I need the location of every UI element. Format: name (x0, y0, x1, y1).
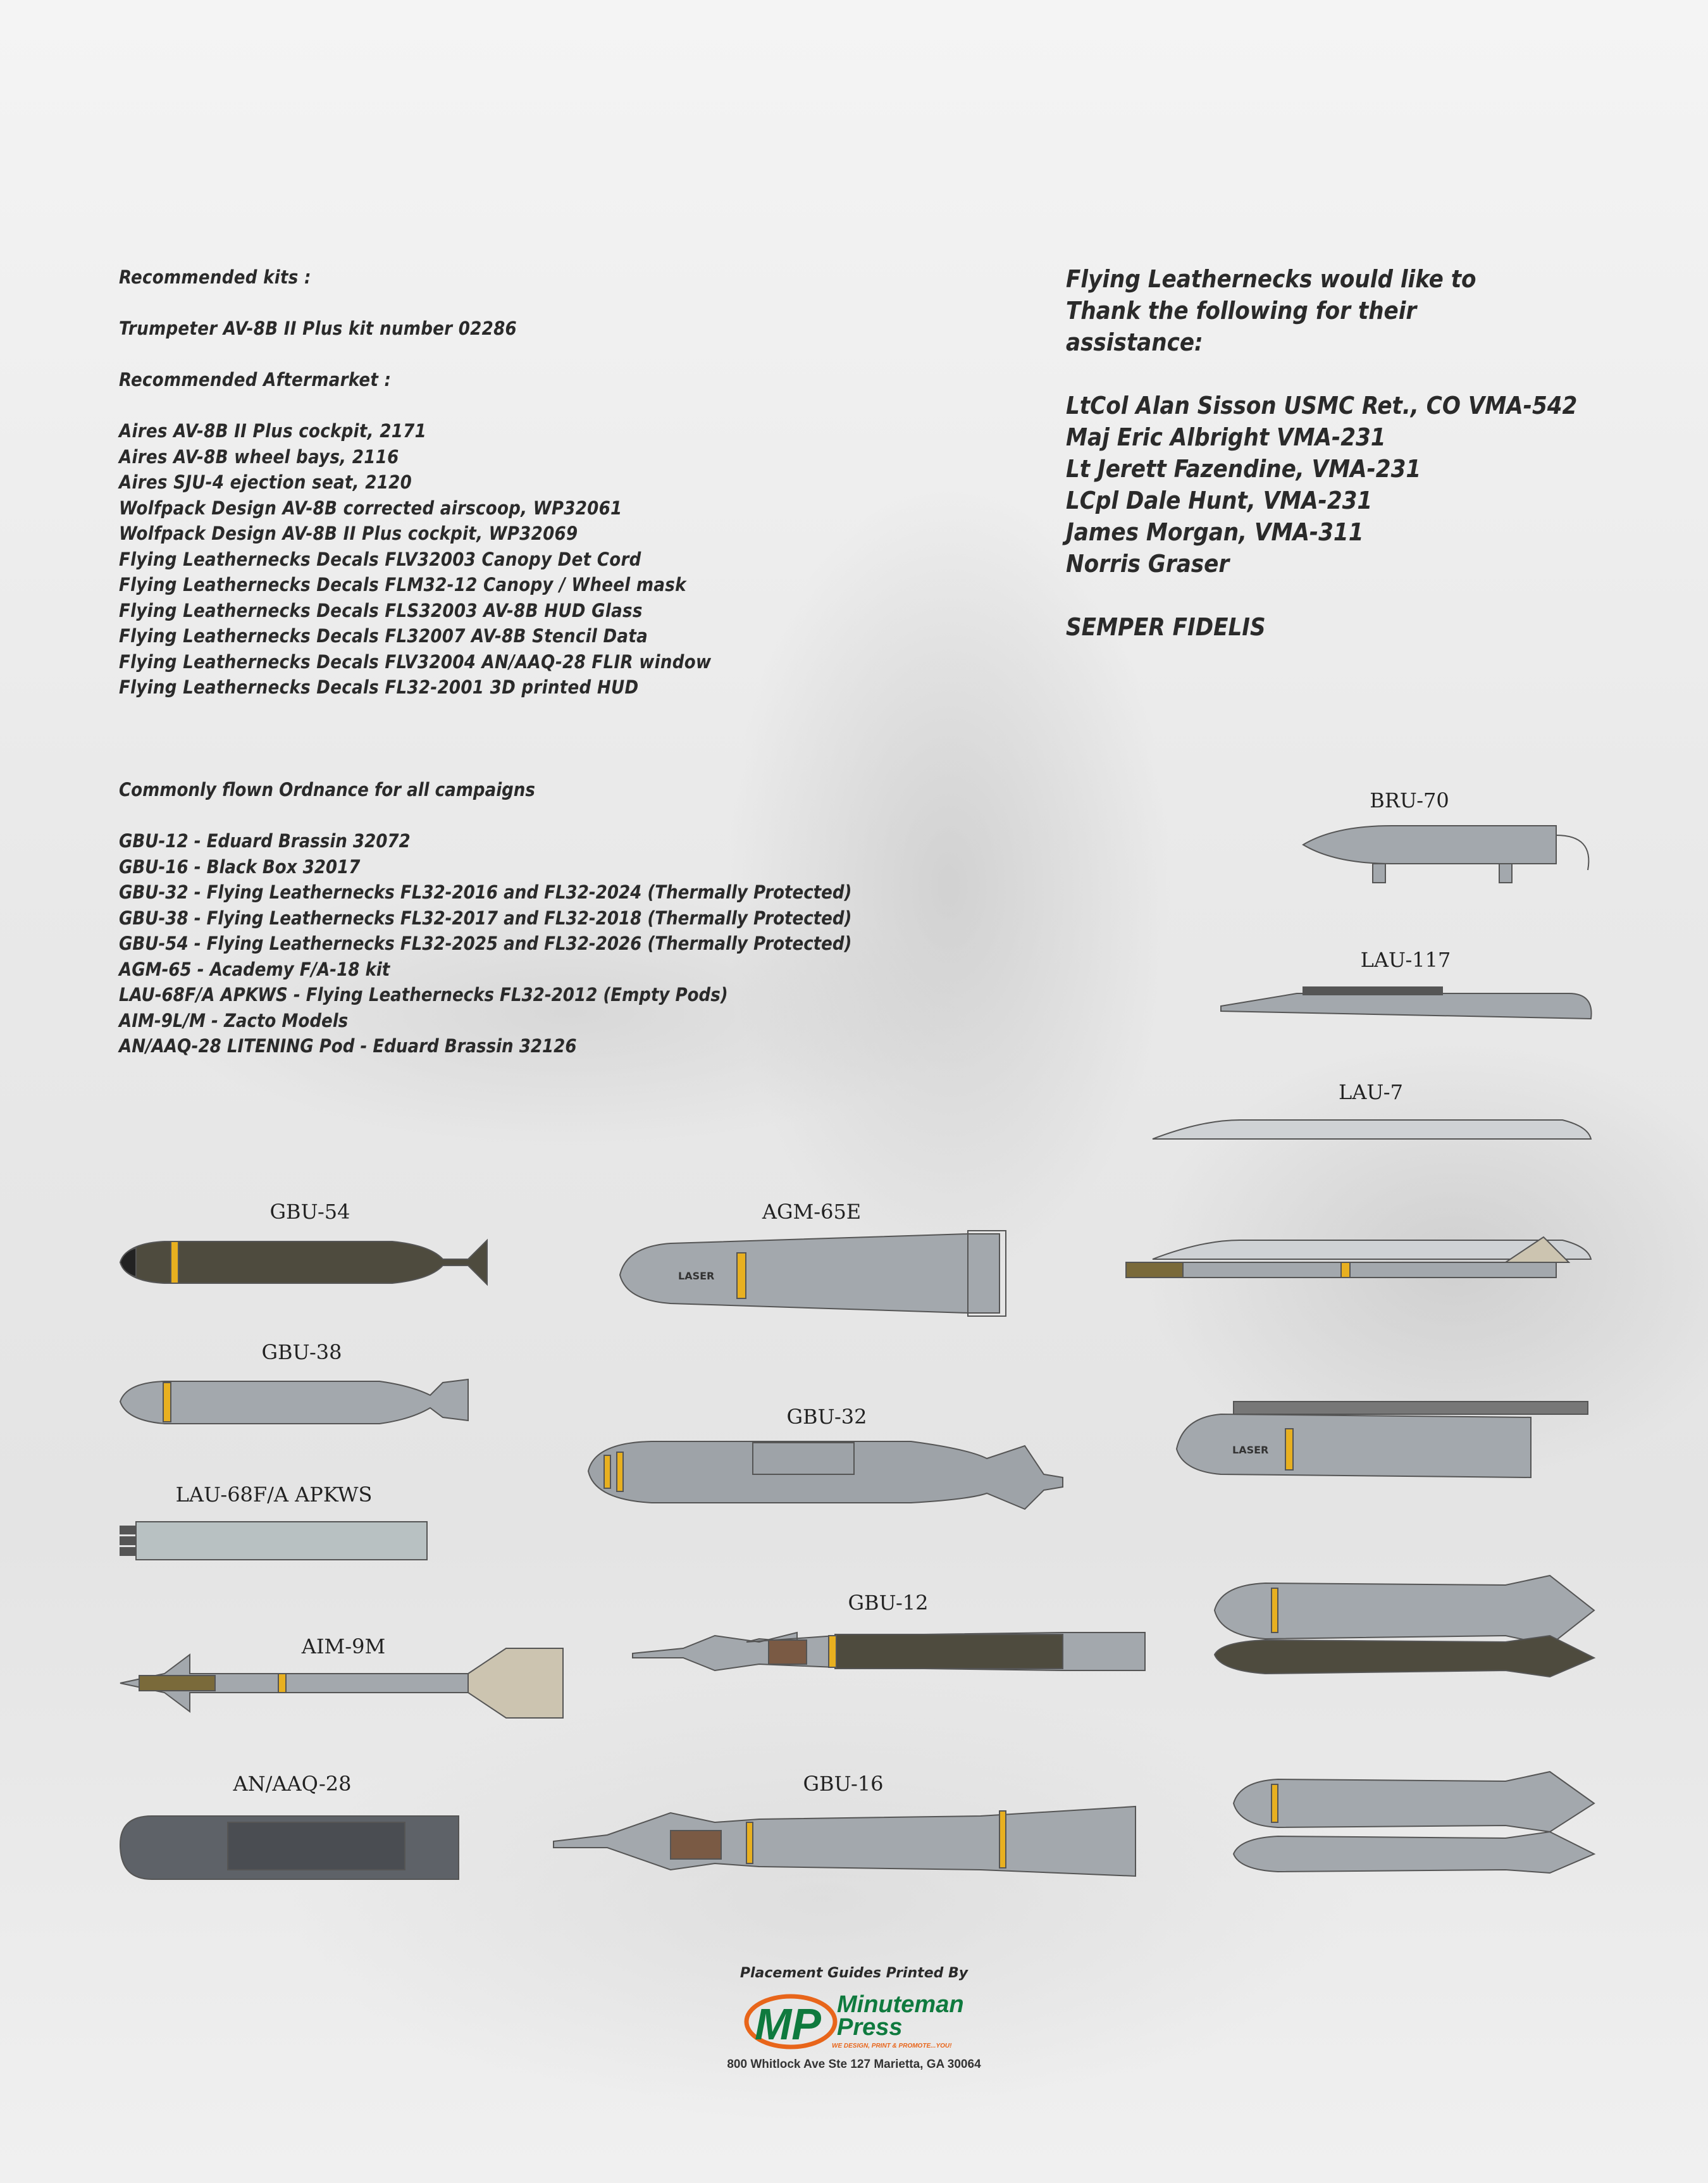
ordnance-item: GBU-32 - Flying Leathernecks FL32-2016 a… (119, 881, 852, 903)
laser-marking: LASER (1232, 1444, 1268, 1456)
thanks-heading: assistance: (1066, 328, 1203, 356)
bru-70-gbu-38-drawing (1213, 1574, 1596, 1678)
ordnance-item: AIM-9L/M - Zacto Models (119, 1009, 349, 1031)
label-gbu-38: GBU-38 (261, 1340, 342, 1364)
gbu-38-drawing (119, 1378, 469, 1424)
ordnance-item: GBU-12 - Eduard Brassin 32072 (119, 830, 411, 852)
bru-70-gbu-54-drawing (1232, 1770, 1596, 1874)
label-gbu-54: GBU-54 (269, 1200, 350, 1224)
an-aaq-28-drawing (119, 1815, 459, 1880)
aftermarket-item: Flying Leathernecks Decals FLV32003 Cano… (119, 548, 641, 570)
thanks-name: Norris Graser (1066, 550, 1230, 578)
thanks-name: James Morgan, VMA-311 (1066, 518, 1364, 546)
gbu-16-drawing (553, 1805, 1136, 1877)
thanks-heading: Thank the following for their (1066, 297, 1417, 325)
gbu-12-drawing (632, 1631, 1146, 1672)
label-gbu-12: GBU-12 (848, 1591, 929, 1615)
aftermarket-heading: Recommended Aftermarket : (119, 369, 392, 390)
aftermarket-item: Wolfpack Design AV-8B corrected airscoop… (119, 497, 622, 519)
thanks-section: Flying Leathernecks would like to Thank … (1066, 263, 1577, 643)
label-bru-70: BRU-70 (1370, 788, 1449, 812)
logo-line1: Minuteman (837, 1991, 964, 2018)
aftermarket-item: Flying Leathernecks Decals FLM32-12 Cano… (119, 574, 686, 595)
label-an-aaq-28: AN/AAQ-28 (233, 1772, 352, 1796)
aftermarket-item: Flying Leathernecks Decals FLV32004 AN/A… (119, 650, 712, 673)
aftermarket-item: Flying Leathernecks Decals FL32007 AV-8B… (119, 625, 648, 647)
ordnance-item: AGM-65 - Academy F/A-18 kit (119, 958, 390, 980)
thanks-name: Maj Eric Albright VMA-231 (1066, 423, 1386, 451)
ordnance-item: GBU-16 - Black Box 32017 (119, 855, 361, 878)
gbu-32-drawing (587, 1441, 1063, 1510)
lau-7-aim-9-drawing (1125, 1236, 1592, 1278)
label-gbu-32: GBU-32 (786, 1405, 867, 1429)
ordnance-heading: Commonly flown Ordnance for all campaign… (119, 779, 535, 800)
ordnance-item: LAU-68F/A APKWS - Flying Leathernecks FL… (119, 984, 728, 1005)
aftermarket-item: Aires AV-8B wheel bays, 2116 (119, 445, 399, 468)
semper-fidelis: SEMPER FIDELIS (1066, 613, 1266, 641)
lau-117-drawing (1220, 986, 1592, 1020)
logo-line2: Press (837, 2014, 903, 2041)
label-aim-9m: AIM-9M (301, 1634, 386, 1658)
aftermarket-item: Wolfpack Design AV-8B II Plus cockpit, W… (119, 523, 578, 544)
recommended-section: Recommended kits : Trumpeter AV-8B II Pl… (119, 264, 711, 700)
lau-117-agm-65-drawing (1175, 1401, 1588, 1479)
kit-item: Trumpeter AV-8B II Plus kit number 02286 (119, 318, 517, 339)
aim-9m-drawing (120, 1648, 564, 1719)
lau-68-drawing (120, 1521, 428, 1560)
ordnance-item: AN/AAQ-28 LITENING Pod - Eduard Brassin … (119, 1035, 577, 1057)
aftermarket-item: Flying Leathernecks Decals FLS32003 AV-8… (119, 599, 643, 621)
aftermarket-item: Aires AV-8B II Plus cockpit, 2171 (119, 420, 427, 442)
lau-7-drawing (1152, 1119, 1592, 1140)
agm-65e-drawing (619, 1230, 1006, 1317)
gbu-54-drawing (119, 1238, 488, 1286)
aftermarket-item: Flying Leathernecks Decals FL32-2001 3D … (119, 676, 639, 698)
mp-logo-icon: MP (744, 1994, 838, 2049)
logo-tagline: WE DESIGN, PRINT & PROMOTE...YOU! (832, 2043, 952, 2049)
aftermarket-item: Aires SJU-4 ejection seat, 2120 (119, 471, 412, 493)
thanks-name: LtCol Alan Sisson USMC Ret., CO VMA-542 (1066, 392, 1578, 420)
label-lau-7: LAU-7 (1339, 1080, 1403, 1104)
kits-heading: Recommended kits : (119, 266, 311, 288)
thanks-name: LCpl Dale Hunt, VMA-231 (1066, 487, 1373, 514)
thanks-name: Lt Jerett Fazendine, VMA-231 (1066, 455, 1421, 483)
label-lau-117: LAU-117 (1360, 948, 1451, 972)
ordnance-section: Commonly flown Ordnance for all campaign… (119, 777, 851, 1059)
ordnance-item: GBU-54 - Flying Leathernecks FL32-2025 a… (119, 933, 852, 954)
ordnance-item: GBU-38 - Flying Leathernecks FL32-2017 a… (119, 907, 852, 929)
thanks-heading: Flying Leathernecks would like to (1066, 265, 1476, 293)
svg-text:MP: MP (755, 2000, 821, 2049)
laser-marking: LASER (678, 1270, 714, 1282)
label-lau-68: LAU-68F/A APKWS (175, 1483, 373, 1507)
label-agm-65e: AGM-65E (762, 1200, 862, 1224)
label-gbu-16: GBU-16 (803, 1772, 884, 1796)
printed-by-text: Placement Guides Printed By (740, 1965, 968, 1981)
bru-70-drawing (1302, 825, 1590, 883)
address: 800 Whitlock Ave Ste 127 Marietta, GA 30… (727, 2058, 981, 2071)
